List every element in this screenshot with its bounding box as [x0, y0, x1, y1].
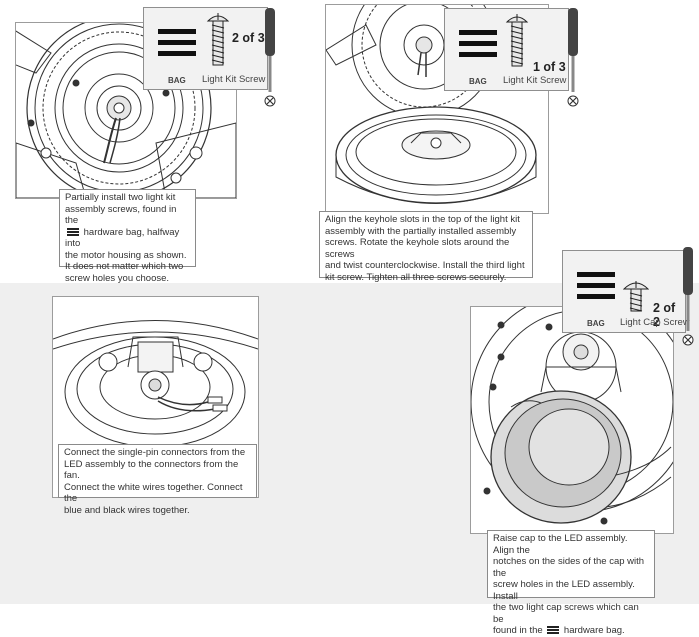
- caption-line: It does not matter which two: [65, 261, 184, 272]
- caption-line: hardware bag, halfway into: [65, 226, 180, 250]
- step-1-hardware-badge: BAG 2 of 3 Light Kit Screw: [143, 7, 268, 90]
- step-2-caption: Align the keyhole slots in the top of th…: [319, 211, 533, 283]
- pan-head-screw-icon: [623, 281, 649, 312]
- screw-name: Light Cap Screw: [620, 317, 690, 328]
- screw-name: Light Kit Screw: [503, 75, 567, 86]
- caption-line: and twist counterclockwise. Install the …: [325, 260, 525, 271]
- caption-line: screw holes you choose.: [65, 272, 170, 284]
- caption-line: blue and black wires together.: [64, 504, 190, 516]
- caption-line: Connect the single-pin connectors from t…: [64, 447, 246, 458]
- caption-line: LED assembly to the connectors from the …: [64, 458, 239, 482]
- screw-count: 2 of 3: [232, 31, 265, 45]
- caption-line: assembly with the partially installed as…: [325, 225, 517, 237]
- caption-line: Partially install two light kit: [65, 192, 176, 203]
- hardware-bag-icon: [459, 30, 497, 60]
- bag-label: BAG: [168, 76, 186, 85]
- machine-screw-icon: [505, 14, 529, 67]
- caption-line: screw holes in the LED assembly. Install: [493, 579, 635, 602]
- step-3-caption: Connect the single-pin connectors from t…: [58, 444, 257, 516]
- hardware-bag-icon: [158, 29, 196, 59]
- step-1-caption: Partially install two light kit assembly…: [59, 189, 196, 284]
- caption-line: Connect the white wires together. Connec…: [64, 481, 243, 505]
- step-4-illustration: [470, 306, 674, 534]
- step-2-hardware-badge: BAG 1 of 3 Light Kit Screw: [444, 8, 569, 91]
- screwdriver-icon: [682, 247, 694, 346]
- screw-count: 1 of 3: [533, 60, 566, 74]
- caption-line: kit screw. Tighten all three screws secu…: [325, 271, 507, 283]
- bag-label: BAG: [469, 77, 487, 86]
- screwdriver-icon: [264, 8, 276, 107]
- caption-line: the motor housing as shown.: [65, 249, 187, 261]
- caption-line: screws. Rotate the keyhole slots around …: [325, 237, 510, 260]
- bag-label: BAG: [587, 319, 605, 328]
- caption-line: notches on the sides of the cap with the: [493, 556, 645, 579]
- caption-line: the two light cap screws which can be: [493, 602, 639, 625]
- hardware-bag-icon: [67, 227, 79, 236]
- screwdriver-icon: [567, 8, 579, 107]
- caption-line: assembly screws, found in the: [65, 203, 177, 227]
- caption-line: found in the hardware bag.: [493, 625, 625, 636]
- step-4-hardware-badge: BAG 2 of 2 Light Cap Screw: [562, 250, 690, 333]
- machine-screw-icon: [206, 13, 230, 66]
- hardware-bag-icon: [577, 272, 615, 302]
- caption-line: Raise cap to the LED assembly. Align the: [493, 533, 628, 556]
- step-4-caption: Raise cap to the LED assembly. Align the…: [487, 530, 655, 636]
- hardware-bag-icon: [547, 626, 560, 634]
- caption-line: Align the keyhole slots in the top of th…: [325, 214, 520, 225]
- screw-count: 2 of 2: [653, 301, 676, 329]
- screw-name: Light Kit Screw: [202, 74, 266, 85]
